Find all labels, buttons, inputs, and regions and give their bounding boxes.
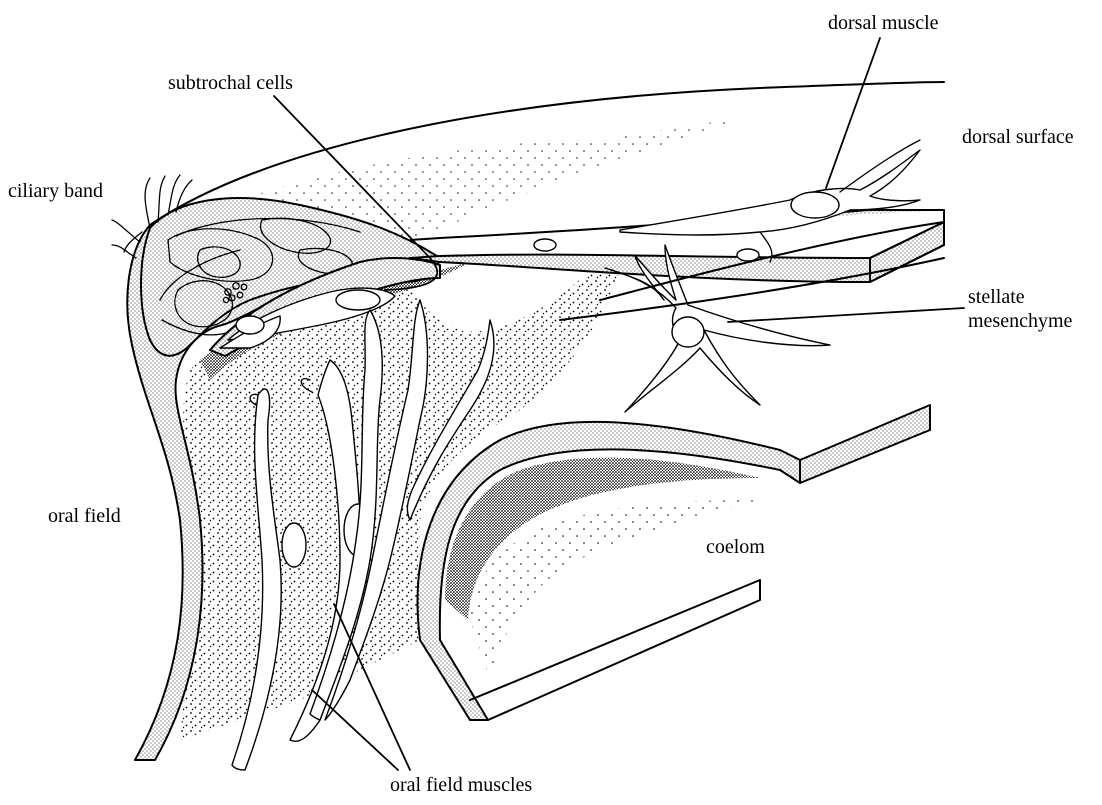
label-ciliary-band: ciliary band xyxy=(8,180,103,202)
leader-oral-muscles-1 xyxy=(312,690,398,770)
dorsal-muscle-cell xyxy=(620,140,920,262)
label-coelom: coelom xyxy=(706,536,765,558)
wall-nucleus-1 xyxy=(534,239,556,251)
subtrochal-nucleus-b xyxy=(236,316,264,334)
label-dorsal-surface: dorsal surface xyxy=(962,126,1074,148)
leader-stellate xyxy=(728,308,964,322)
leader-dorsal-muscle xyxy=(826,38,880,188)
label-stellate: stellate xyxy=(968,286,1025,308)
label-dorsal-muscle: dorsal muscle xyxy=(828,12,939,34)
wall-nucleus-2 xyxy=(737,249,759,261)
label-oral-field: oral field xyxy=(48,505,121,527)
label-oral-field-muscles: oral field muscles xyxy=(390,774,532,796)
label-mesenchyme: mesenchyme xyxy=(968,310,1072,332)
subtrochal-nucleus-a xyxy=(336,290,380,310)
label-subtrochal-cells: subtrochal cells xyxy=(168,72,293,94)
